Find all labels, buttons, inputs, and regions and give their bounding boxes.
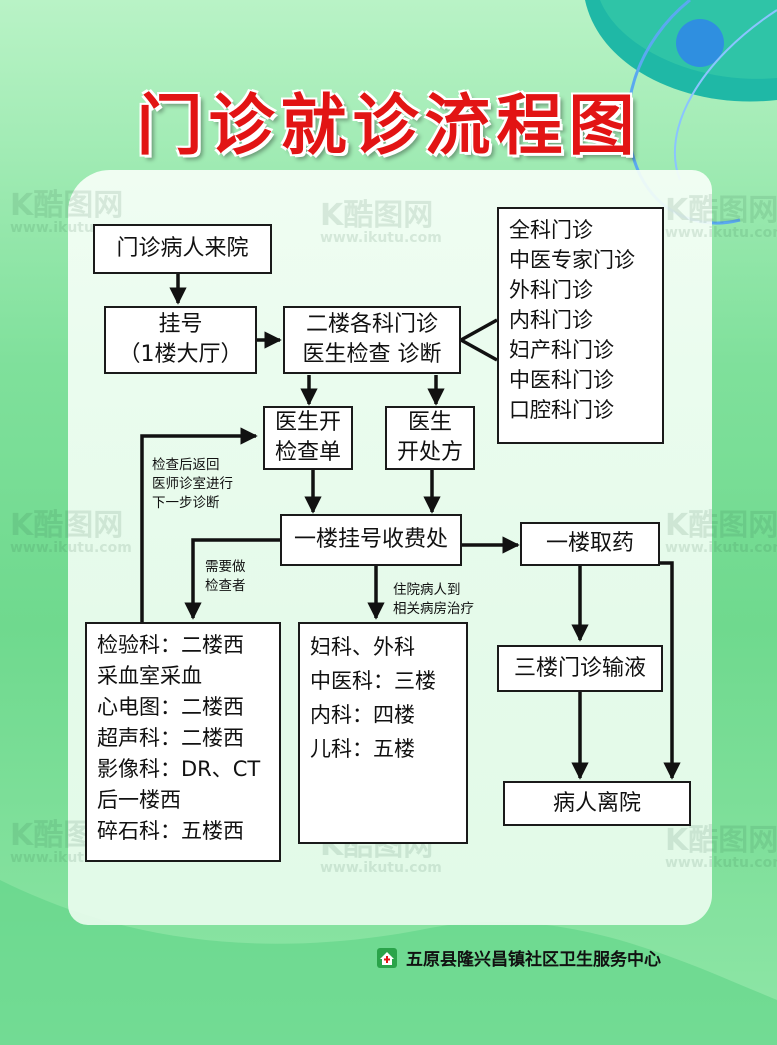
step-second-floor-clinics: 二楼各科门诊医生检查 诊断	[283, 306, 461, 374]
step-pharmacy: 一楼取药	[520, 522, 660, 566]
exam-location-list: 检验科：二楼西 采血室采血 心电图：二楼西 超声科：二楼西 影像科：DR、CT …	[85, 622, 281, 862]
department-list: 全科门诊 中医专家门诊 外科门诊 内科门诊 妇产科门诊 中医科门诊 口腔科门诊	[497, 207, 664, 444]
step-infusion: 三楼门诊输液	[497, 645, 663, 692]
note-inpatient: 住院病人到相关病房治疗	[393, 582, 474, 617]
department-item: 中医专家门诊	[509, 248, 635, 272]
step-prescription: 医生开处方	[385, 406, 475, 470]
ward-item: 妇科、外科	[310, 635, 415, 659]
step-patient-arrival: 门诊病人来院	[93, 224, 272, 274]
department-item: 外科门诊	[509, 278, 593, 302]
exam-item: 后一楼西	[97, 788, 181, 812]
note-return-after-exam: 检查后返回医师诊室进行下一步诊断	[152, 457, 233, 511]
department-item: 内科门诊	[509, 308, 593, 332]
department-item: 全科门诊	[509, 218, 593, 242]
department-item: 妇产科门诊	[509, 338, 614, 362]
step-registration: 挂号（1楼大厅）	[104, 306, 257, 374]
ward-item: 中医科：三楼	[310, 669, 436, 693]
ward-item: 儿科：五楼	[310, 737, 415, 761]
ward-location-list: 妇科、外科 中医科：三楼 内科：四楼 儿科：五楼	[298, 622, 468, 844]
exam-item: 采血室采血	[97, 664, 202, 688]
ward-item: 内科：四楼	[310, 703, 415, 727]
note-needs-exam: 需要做检查者	[205, 559, 246, 594]
footer: 五原县隆兴昌镇社区卫生服务中心	[376, 945, 661, 970]
organization-name: 五原县隆兴昌镇社区卫生服务中心	[406, 950, 661, 970]
exam-item: 碎石科：五楼西	[97, 819, 244, 843]
exam-item: 检验科：二楼西	[97, 633, 244, 657]
step-cashier: 一楼挂号收费处	[280, 514, 462, 566]
exam-item: 影像科：DR、CT	[97, 757, 261, 781]
blue-circle-icon	[676, 19, 724, 67]
department-item: 中医科门诊	[509, 368, 614, 392]
exam-item: 心电图：二楼西	[97, 695, 244, 719]
department-item: 口腔科门诊	[509, 398, 614, 422]
exam-item: 超声科：二楼西	[97, 726, 244, 750]
step-discharge: 病人离院	[503, 781, 691, 826]
clinic-logo-icon	[377, 947, 397, 968]
step-exam-order: 医生开检查单	[263, 406, 353, 470]
page-title: 门诊就诊流程图	[136, 86, 641, 164]
